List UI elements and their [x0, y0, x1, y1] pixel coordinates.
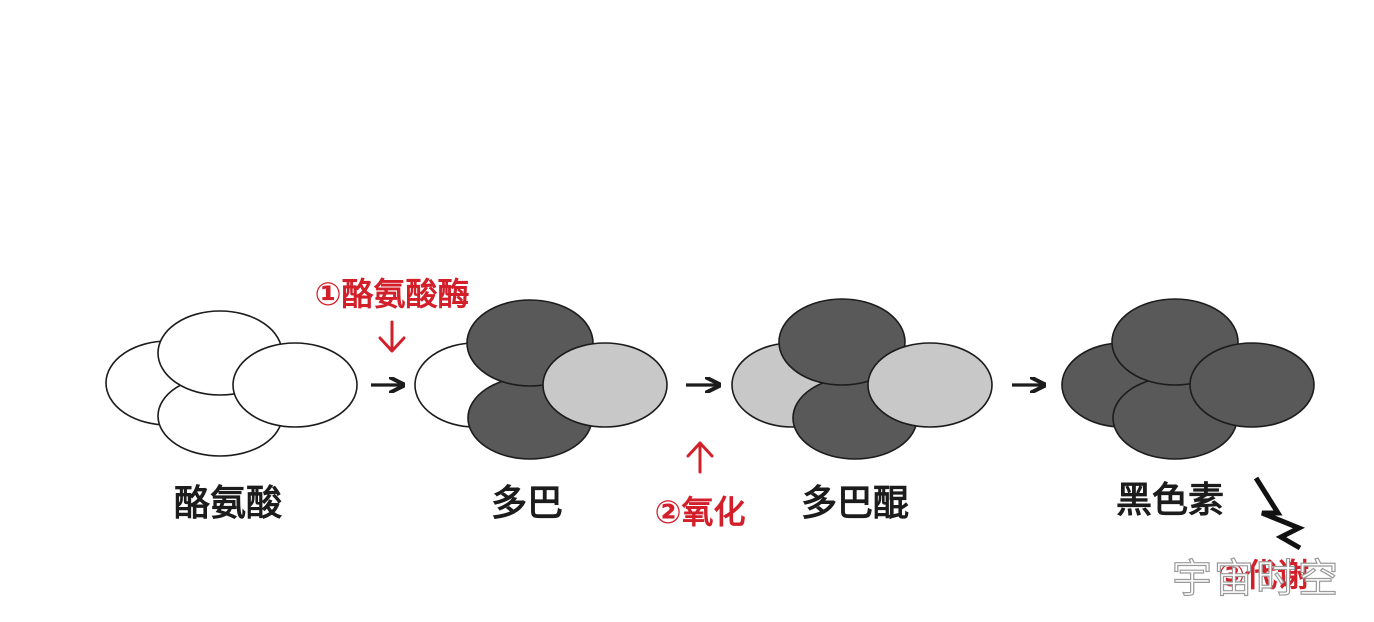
arrow-up-icon [688, 443, 712, 472]
lightning-icon [1256, 478, 1300, 548]
stage-label-dopaquinone: 多巴醌 [801, 483, 909, 524]
watermark: 宇宙时空 [1172, 546, 1340, 604]
stage-label-tyrosine: 酪氨酸 [174, 483, 282, 524]
stage-label-dopa: 多巴 [491, 483, 563, 524]
step-label-oxidation: ②氧化 [654, 493, 745, 531]
tyrosine-molecule [106, 311, 357, 456]
melanin-molecule [1062, 299, 1314, 459]
arrow-down-icon [380, 322, 404, 351]
stage-label-melanin: 黑色素 [1116, 480, 1224, 521]
dopaquinone-molecule [732, 299, 992, 459]
dopa-molecule [415, 300, 667, 459]
step-label-tyrosinase: ①酪氨酸酶 [314, 275, 469, 313]
